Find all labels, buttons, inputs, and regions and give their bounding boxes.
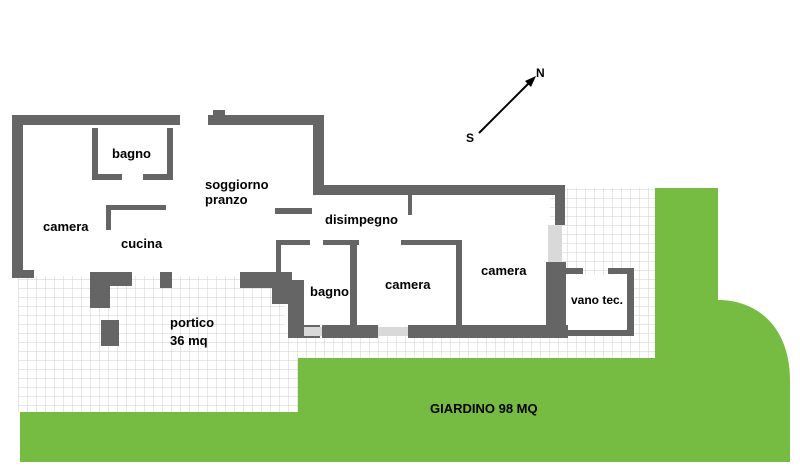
room-label-disimpegno: disimpegno xyxy=(325,212,398,227)
compass-north-label: N xyxy=(536,66,545,80)
room-labels: camera bagno soggiorno pranzo cucina dis… xyxy=(43,146,623,416)
compass-arrowhead-icon xyxy=(525,76,536,87)
room-label-bagno-mid: bagno xyxy=(310,284,349,299)
room-label-pranzo: pranzo xyxy=(205,192,248,207)
compass-south-label: S xyxy=(466,131,474,145)
portico-label: portico xyxy=(170,315,214,330)
compass: N S xyxy=(466,66,545,145)
windows xyxy=(304,225,562,336)
room-label-camera-left: camera xyxy=(43,219,89,234)
room-label-cucina: cucina xyxy=(121,236,163,251)
interior-floor xyxy=(22,124,627,330)
compass-arrow xyxy=(478,79,533,134)
room-label-vano-tec: vano tec. xyxy=(571,293,623,307)
garden-area xyxy=(20,188,790,462)
room-label-camera-mid: camera xyxy=(385,277,431,292)
portico-area-label: 36 mq xyxy=(170,333,208,348)
garden-label: GIARDINO 98 MQ xyxy=(430,401,538,416)
room-label-camera-right: camera xyxy=(481,263,527,278)
walls xyxy=(12,110,634,346)
room-label-bagno-top: bagno xyxy=(112,146,151,161)
room-label-soggiorno: soggiorno xyxy=(205,177,269,192)
